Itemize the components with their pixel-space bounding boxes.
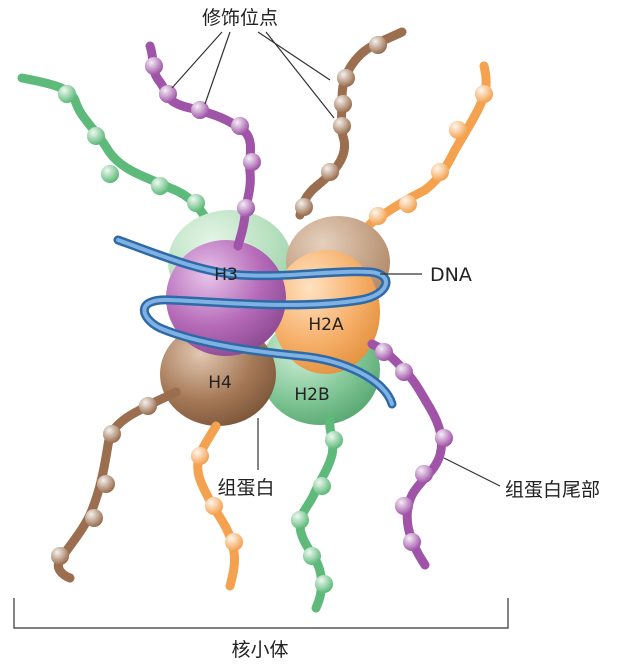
tail-green-bottom [291,413,343,613]
histone-label-h3: H3 [214,265,238,285]
histone-label-h2b: H2B [294,385,329,405]
label-histone-tail: 组蛋白尾部 [505,479,600,501]
label-histone: 组蛋白 [217,477,274,499]
label-dna: DNA [430,264,472,286]
nucleosome-bracket [13,598,509,629]
histone-octamer [160,210,390,426]
histone-label-h2a: H2A [308,315,344,335]
tail-brown-bottom-left [51,387,181,583]
tail-brown-top-right [295,27,407,220]
tail-purple-right [367,339,453,570]
histone-tails-back [17,27,493,273]
histone-tails-front [51,339,453,613]
dna-strand [113,235,397,409]
label-modification-sites: 修饰位点 [202,7,278,29]
tail-purple-top [145,41,261,251]
histone-label-h4: H4 [208,373,232,393]
tail-orange-bottom [191,421,243,591]
tail-orange-top-right [343,61,493,273]
label-nucleosome: 核小体 [231,639,288,661]
tail-green-top-left [17,73,213,227]
histone-h2a [272,250,380,374]
leader-lines [171,31,501,487]
